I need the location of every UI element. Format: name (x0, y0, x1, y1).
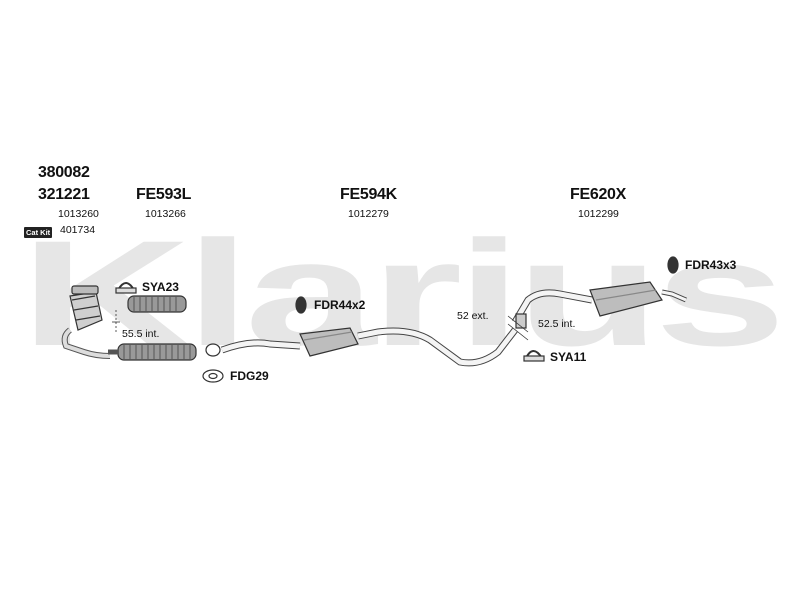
front-pipe-ref: 1013266 (145, 208, 186, 220)
fdr43x3-label: FDR43x3 (685, 258, 737, 272)
middle-silencer-code: FE594K (340, 186, 397, 203)
sya23-clamp-icon (115, 282, 137, 294)
rear-dimension-marker (507, 315, 529, 341)
sya11-clamp-icon (523, 350, 545, 362)
front-dimension-marker (112, 310, 120, 334)
rear-silencer-code: FE620X (570, 186, 627, 203)
cat-ref: 1013260 (58, 208, 99, 220)
rear-ext-dimension: 52 ext. (457, 310, 489, 322)
front-pipe-flex (108, 295, 197, 361)
catalytic-converter (61, 285, 111, 359)
catkit-badge: Cat Kit (24, 227, 53, 238)
fdr43x3-rubber-mount-icon (667, 256, 679, 274)
cat-code-2: 321221 (38, 186, 90, 203)
rear-silencer-section (511, 281, 687, 329)
middle-silencer-ref: 1012279 (348, 208, 389, 220)
fdg29-label: FDG29 (230, 369, 269, 383)
sya11-label: SYA11 (550, 350, 587, 364)
catkit-ref: 401734 (60, 224, 96, 236)
rear-silencer-ref: 1012299 (578, 208, 619, 220)
cat-code-1: 380082 (38, 164, 90, 181)
middle-silencer-section (205, 327, 518, 367)
front-int-dimension: 55.5 int. (122, 328, 160, 340)
fdg29-gasket-icon (202, 369, 224, 383)
fdr44x2-label: FDR44x2 (314, 298, 366, 312)
front-pipe-code: FE593L (136, 186, 192, 203)
fdr44x2-rubber-mount-icon (295, 296, 307, 314)
rear-int-dimension: 52.5 int. (538, 318, 576, 330)
sya23-label: SYA23 (142, 280, 179, 294)
